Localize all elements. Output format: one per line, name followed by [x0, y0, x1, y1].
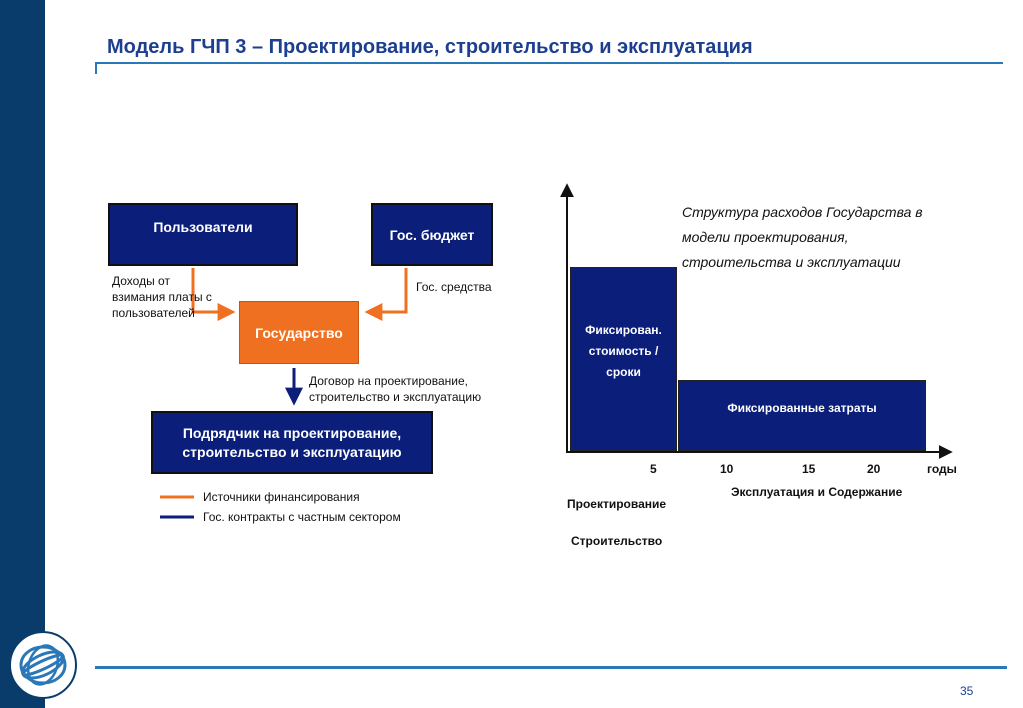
top-rule-tick [95, 62, 97, 74]
legend-item-contracts: Гос. контракты с частным сектором [203, 510, 401, 524]
contractor-label: Подрядчик на проектирование, строительст… [182, 424, 402, 460]
budget-label: Гос. бюджет [389, 226, 475, 243]
x-tick-15: 15 [802, 462, 816, 476]
phase-design-label: Проектирование [567, 497, 667, 511]
chart-caption: Структура расходов Государства в модели … [682, 204, 923, 270]
budget-box: Гос. бюджет [371, 203, 493, 266]
users-income-label: Доходы от взимания платы с пользователей [112, 274, 212, 320]
users-label: Пользователи [153, 219, 253, 235]
users-box: Пользователи [108, 203, 298, 266]
company-logo-icon [9, 631, 77, 699]
x-tick-20: 20 [867, 462, 881, 476]
bar-fixed-cost-schedule: Фиксирован. стоимость / сроки [570, 267, 677, 451]
bar-fixed-cost-label: Фиксирован. стоимость / сроки [585, 323, 662, 379]
bar-fixed-costs-label: Фиксированные затраты [727, 401, 877, 415]
state-funds-label: Гос. средства [416, 280, 492, 294]
sidebar-band [0, 0, 45, 708]
state-box: Государство [239, 301, 359, 364]
x-tick-10: 10 [720, 462, 734, 476]
bottom-rule [95, 666, 1007, 669]
phase-operation-label: Эксплуатация и Содержание [731, 485, 903, 499]
top-rule [95, 62, 1003, 64]
state-label: Государство [255, 324, 343, 341]
page-number: 35 [960, 684, 974, 698]
contract-label: Договор на проектирование, строительство… [309, 374, 482, 404]
legend-item-funding: Источники финансирования [203, 490, 360, 504]
phase-construction-label: Строительство [571, 534, 663, 548]
bar-fixed-costs: Фиксированные затраты [678, 380, 926, 451]
slide-title: Модель ГЧП 3 – Проектирование, строитель… [107, 36, 753, 58]
contractor-box: Подрядчик на проектирование, строительст… [151, 411, 433, 474]
x-tick-5: 5 [650, 462, 657, 476]
x-axis-unit: годы [927, 462, 957, 476]
budget-to-state-arrow [364, 268, 408, 321]
users-to-state-arrow [191, 268, 236, 321]
